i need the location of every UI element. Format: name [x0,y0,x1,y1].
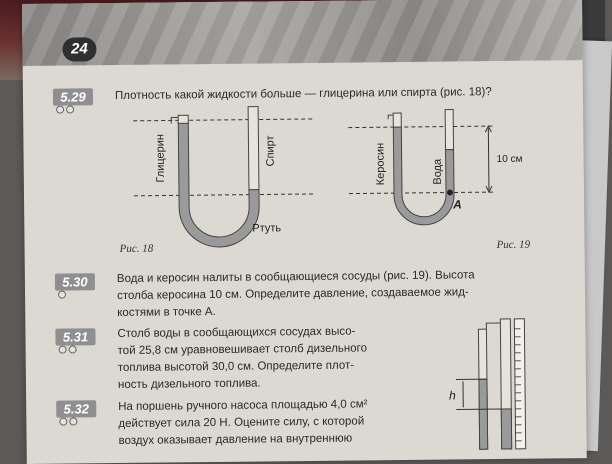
problem-number-5-32: 5.32 [56,400,96,417]
text-line: ность дизельного топлива. [118,374,367,394]
problem-text-5-32: На поршень ручного насоса площадью 4,0 с… [118,396,368,450]
problem-text-5-29: Плотность какой жидкости больше — глицер… [115,84,492,105]
label-point-a: A [452,197,462,211]
height-arrow [488,128,489,190]
figure-18-caption: Рис. 18 [120,243,154,255]
text-line: воздух оказывает давление на внутреннюю [118,430,367,450]
right-tube-empty [248,107,259,190]
label-height: 10 см [497,154,523,165]
label-water: Вода [432,158,444,185]
problem-number-5-29: 5.29 [53,88,93,105]
difficulty-dots [58,291,68,302]
difficulty-dots [56,105,76,116]
page-header-banner [22,0,583,66]
connecting-tube [486,323,500,329]
problem-text-5-31: Столб воды в сообщающихся сосудах высо- … [117,323,367,394]
left-tube-spout [388,115,393,119]
kerosene-level-line [348,126,493,128]
textbook-page: 24 5.29 Плотность какой жидкости больше … [22,0,587,464]
problem-text-5-30: Вода и керосин налиты в сообщающиеся сос… [117,267,475,322]
problem-number-5-30: 5.30 [55,273,95,290]
text-line: топлива высотой 30,0 см. Определите плот… [118,357,367,377]
measuring-scale [514,319,525,449]
u-tube-liquid [178,122,259,248]
figure-communicating-vessels: h [440,319,541,450]
label-h: h [449,388,456,402]
interface-level-line [349,192,494,194]
text-line: костями в точке A. [117,301,475,322]
level-line-top [133,119,313,121]
right-tube-liquid [501,409,511,449]
page-number: 24 [62,37,96,61]
label-glycerin: Глицерин [154,134,167,183]
figure-19-caption: Рис. 19 [496,239,530,251]
label-alcohol: Спирт [264,135,276,166]
left-tube-top [178,115,188,123]
label-kerosene: Керосин [374,143,386,186]
problem-number-5-31: 5.31 [55,328,95,345]
left-tube-liquid [479,379,488,449]
difficulty-dots [59,345,79,356]
header-pattern [22,0,583,66]
figure-19-u-tube: A Керосин Вода 10 см [348,104,519,236]
figure-18-u-tube: Глицерин Спирт Ртуть [123,106,324,248]
left-tube-top [393,113,401,127]
difficulty-dots [59,417,79,428]
right-tube-empty [445,109,453,149]
level-line-bottom [134,194,314,196]
label-mercury: Ртуть [252,222,281,234]
